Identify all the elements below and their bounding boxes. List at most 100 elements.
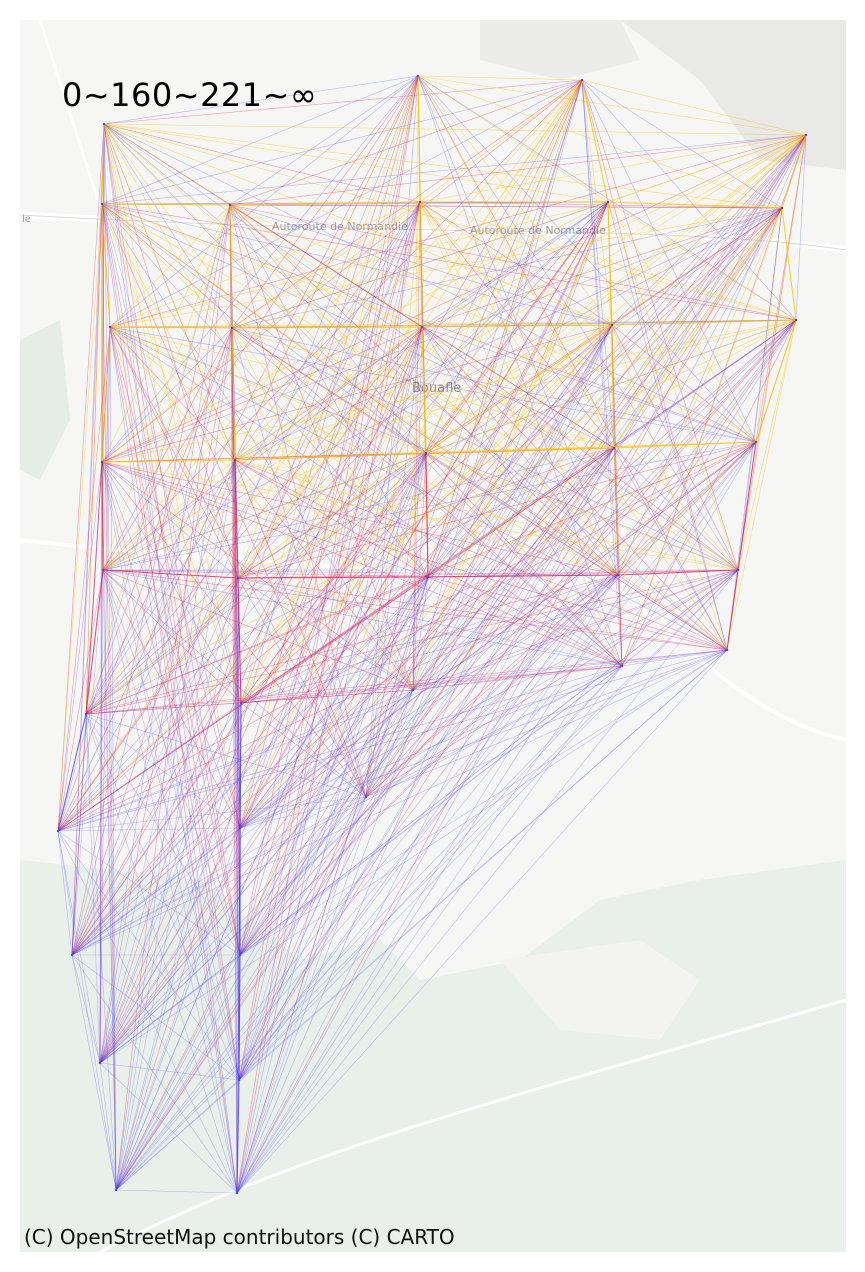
flow-line xyxy=(71,954,240,1081)
flow-line xyxy=(101,461,619,576)
node xyxy=(616,573,620,577)
flow-line xyxy=(85,577,239,715)
flow-line xyxy=(57,319,797,832)
flow-line xyxy=(102,75,419,571)
flow-line xyxy=(239,201,609,956)
flow-line xyxy=(239,649,728,829)
flow-line xyxy=(71,319,797,956)
flow-line xyxy=(617,441,757,576)
node xyxy=(235,1191,239,1195)
flow-line xyxy=(109,326,239,579)
flow-line xyxy=(57,574,619,832)
flow-line xyxy=(617,569,739,576)
flow-line xyxy=(229,204,429,578)
flow-line xyxy=(236,577,239,1194)
flow-line xyxy=(101,203,619,576)
flow-line xyxy=(239,796,367,829)
flow-line xyxy=(239,574,619,956)
flow-line xyxy=(607,201,797,321)
flow-line xyxy=(421,207,783,328)
flow-line xyxy=(85,702,242,715)
flow-line xyxy=(102,447,615,571)
flow-line xyxy=(365,576,429,798)
flow-line xyxy=(238,79,583,1081)
flow-line xyxy=(412,576,429,691)
flow-line xyxy=(239,452,427,829)
flow-line xyxy=(581,79,609,203)
flow-line xyxy=(726,207,783,651)
flow-line xyxy=(419,201,623,667)
flow-line xyxy=(239,319,797,956)
flow-line xyxy=(101,461,241,829)
flow-line xyxy=(240,134,807,704)
flow-line xyxy=(231,207,783,329)
flow-line xyxy=(238,201,421,1081)
road xyxy=(558,419,682,661)
flow-line xyxy=(365,75,419,798)
flow-line xyxy=(71,665,623,956)
flow-line xyxy=(99,1062,117,1191)
flow-line xyxy=(234,324,613,461)
flow-line xyxy=(425,79,583,454)
flow-line xyxy=(99,827,241,1064)
flow-line xyxy=(581,79,807,136)
flow-line xyxy=(427,569,739,578)
flow-line xyxy=(109,326,241,829)
flow-line xyxy=(239,569,739,956)
flow-line xyxy=(85,324,613,715)
flow-line xyxy=(99,689,414,1064)
flow-line xyxy=(427,576,728,651)
node xyxy=(108,325,112,329)
flow-line xyxy=(85,713,367,798)
flow-line xyxy=(613,447,619,576)
flow-line xyxy=(417,75,613,326)
flow-line xyxy=(103,123,117,1191)
flow-line xyxy=(239,447,615,956)
flow-line xyxy=(115,796,367,1191)
flow-line xyxy=(239,576,429,829)
flow-line xyxy=(57,830,241,956)
flow-line xyxy=(237,577,623,667)
flow-line xyxy=(102,79,583,571)
node xyxy=(424,451,428,455)
flow-line xyxy=(115,447,615,1191)
flow-line xyxy=(238,689,414,1081)
flow-line xyxy=(240,689,414,704)
flow-line xyxy=(109,201,609,328)
flow-line xyxy=(581,79,783,209)
flow-line xyxy=(412,79,583,691)
flow-line xyxy=(237,577,367,798)
flow-line xyxy=(419,201,615,449)
flow-line xyxy=(365,326,423,798)
flow-line xyxy=(57,830,238,1194)
flow-line xyxy=(102,569,728,651)
flow-line xyxy=(109,201,421,328)
flow-line xyxy=(581,79,728,651)
node xyxy=(102,122,106,126)
flow-line xyxy=(99,452,427,1064)
flow-line xyxy=(412,452,427,691)
flow-line xyxy=(99,569,739,1064)
flow-line xyxy=(234,459,739,571)
flow-lines xyxy=(57,75,807,1194)
flow-line xyxy=(85,713,241,956)
flow-line xyxy=(236,134,807,1194)
flow-line xyxy=(231,134,807,329)
flow-line xyxy=(229,204,367,798)
flow-line xyxy=(239,665,623,829)
flow-line xyxy=(99,649,728,1064)
flow-line xyxy=(85,459,236,715)
flow-line xyxy=(71,576,429,956)
flow-line xyxy=(109,326,623,667)
flow-line xyxy=(85,207,783,715)
flow-line xyxy=(85,574,619,715)
flow-line xyxy=(240,576,429,704)
node xyxy=(237,1078,241,1082)
flow-line xyxy=(238,326,423,1081)
green-area xyxy=(480,20,640,80)
flow-line xyxy=(85,713,117,1191)
flow-line xyxy=(99,576,429,1064)
flow-line xyxy=(101,461,117,1191)
flow-line xyxy=(101,203,240,1081)
flow-line xyxy=(71,702,242,956)
